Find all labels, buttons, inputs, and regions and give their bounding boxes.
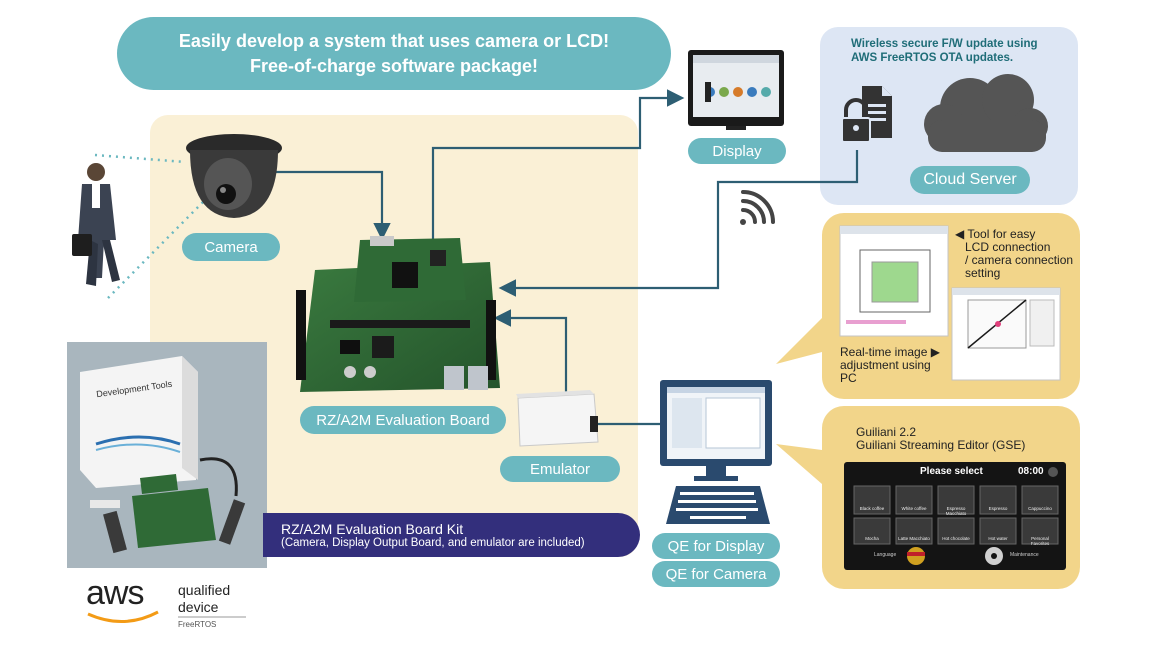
realtime-adjust-description: Real-time image ▶ adjustment using PC [840,346,940,385]
ota-description: Wireless secure F/W update using AWS Fre… [851,37,1038,65]
guiliani-menu-item[interactable]: Hot chocolate [942,536,970,541]
guiliani-menu-item[interactable]: Espresso Macchiato [945,506,967,516]
guiliani-menu-item[interactable]: Black coffee [859,506,885,511]
aws-device-text: device [178,599,219,615]
guiliani-menu-item[interactable]: Mocha [865,536,879,541]
camera-fov-lines [94,153,206,299]
aws-logo-text: aws [86,574,144,612]
guiliani-line1: Guiliani 2.2 [856,425,917,439]
guiliani-menu-item[interactable]: White coffee [901,506,927,511]
qe-camera-label: QE for Camera [652,561,780,587]
qe-tool-screenshot-2 [951,287,1061,381]
kit-title: RZ/A2M Evaluation Board Kit [281,521,464,537]
cloud-server-label: Cloud Server [910,166,1030,194]
headline-line1: Easily develop a system that uses camera… [178,30,610,51]
emulator-to-board-arrow [493,309,568,395]
realtime-line2: adjustment using [840,358,931,372]
cloud-icon [924,74,1048,152]
emulator-device-image [516,390,599,447]
aws-freertos-text: FreeRTOS [178,620,217,629]
qe-tool-description: ◀ Tool for easy LCD connection / camera … [955,228,1073,280]
pc-computer-icon [660,380,772,524]
board-to-display-arrow [431,89,685,240]
camera-label: Camera [182,233,280,261]
guiliani-menu-item[interactable]: Personal Favorites [1030,536,1050,546]
emulator-label: Emulator [500,456,620,482]
cloud-to-board-arrow [498,150,859,297]
guiliani-description: Guiliani 2.2 Guiliani Streaming Editor (… [856,426,1025,452]
display-monitor-icon [688,50,784,130]
headline-line2: Free-of-charge software package! [249,55,539,76]
secure-document-icon [841,86,892,143]
realtime-line3: PC [840,371,857,385]
realtime-line1: Real-time image ▶ [840,345,940,359]
qe-tool-line3: / camera connection [965,253,1074,267]
guiliani-menu-item[interactable]: Latte Macchiato [898,536,930,541]
guiliani-menu-item[interactable]: Cappuccino [1028,506,1052,511]
guiliani-menu-item[interactable]: Hot water [988,536,1008,541]
qe-tool-line1: ◀ Tool for easy [955,227,1036,241]
aws-smile-icon [87,610,159,624]
guiliani-menu-item[interactable]: Espresso [988,506,1008,511]
qe-tool-screenshot-1 [839,225,949,337]
guiliani-maintenance-label: Maintenance [1010,552,1039,558]
guiliani-screen-time: 08:00 [1018,466,1044,477]
kit-subtitle: (Camera, Display Output Board, and emula… [281,537,585,549]
guiliani-callout-wedge [776,444,822,484]
person-icon [72,163,120,286]
display-label: Display [688,138,786,164]
connection-lines [275,89,859,426]
guiliani-language-label: Language [874,552,897,558]
wifi-icon [740,190,775,225]
guiliani-screen-title: Please select [920,466,983,477]
qe-tool-line2: LCD connection [965,240,1051,254]
kit-banner: RZ/A2M Evaluation Board Kit (Camera, Dis… [263,513,640,557]
kit-photo-image [67,342,267,568]
board-label: RZ/A2M Evaluation Board [300,406,506,434]
ota-line2: AWS FreeRTOS OTA updates. [851,52,1014,64]
qe-display-label: QE for Display [652,533,780,559]
headline-banner: Easily develop a system that uses camera… [117,17,671,90]
evaluation-board-image [296,236,500,392]
qe-tool-line4: setting [965,266,1001,280]
aws-qualified-text: qualified [178,582,231,598]
guiliani-line2: Guiliani Streaming Editor (GSE) [856,438,1026,452]
qe-callout-wedge [776,318,822,364]
camera-to-board-arrow [275,170,391,241]
guiliani-screen [844,462,1066,570]
security-camera-icon [186,134,282,218]
ota-line1: Wireless secure F/W update using [851,38,1038,50]
